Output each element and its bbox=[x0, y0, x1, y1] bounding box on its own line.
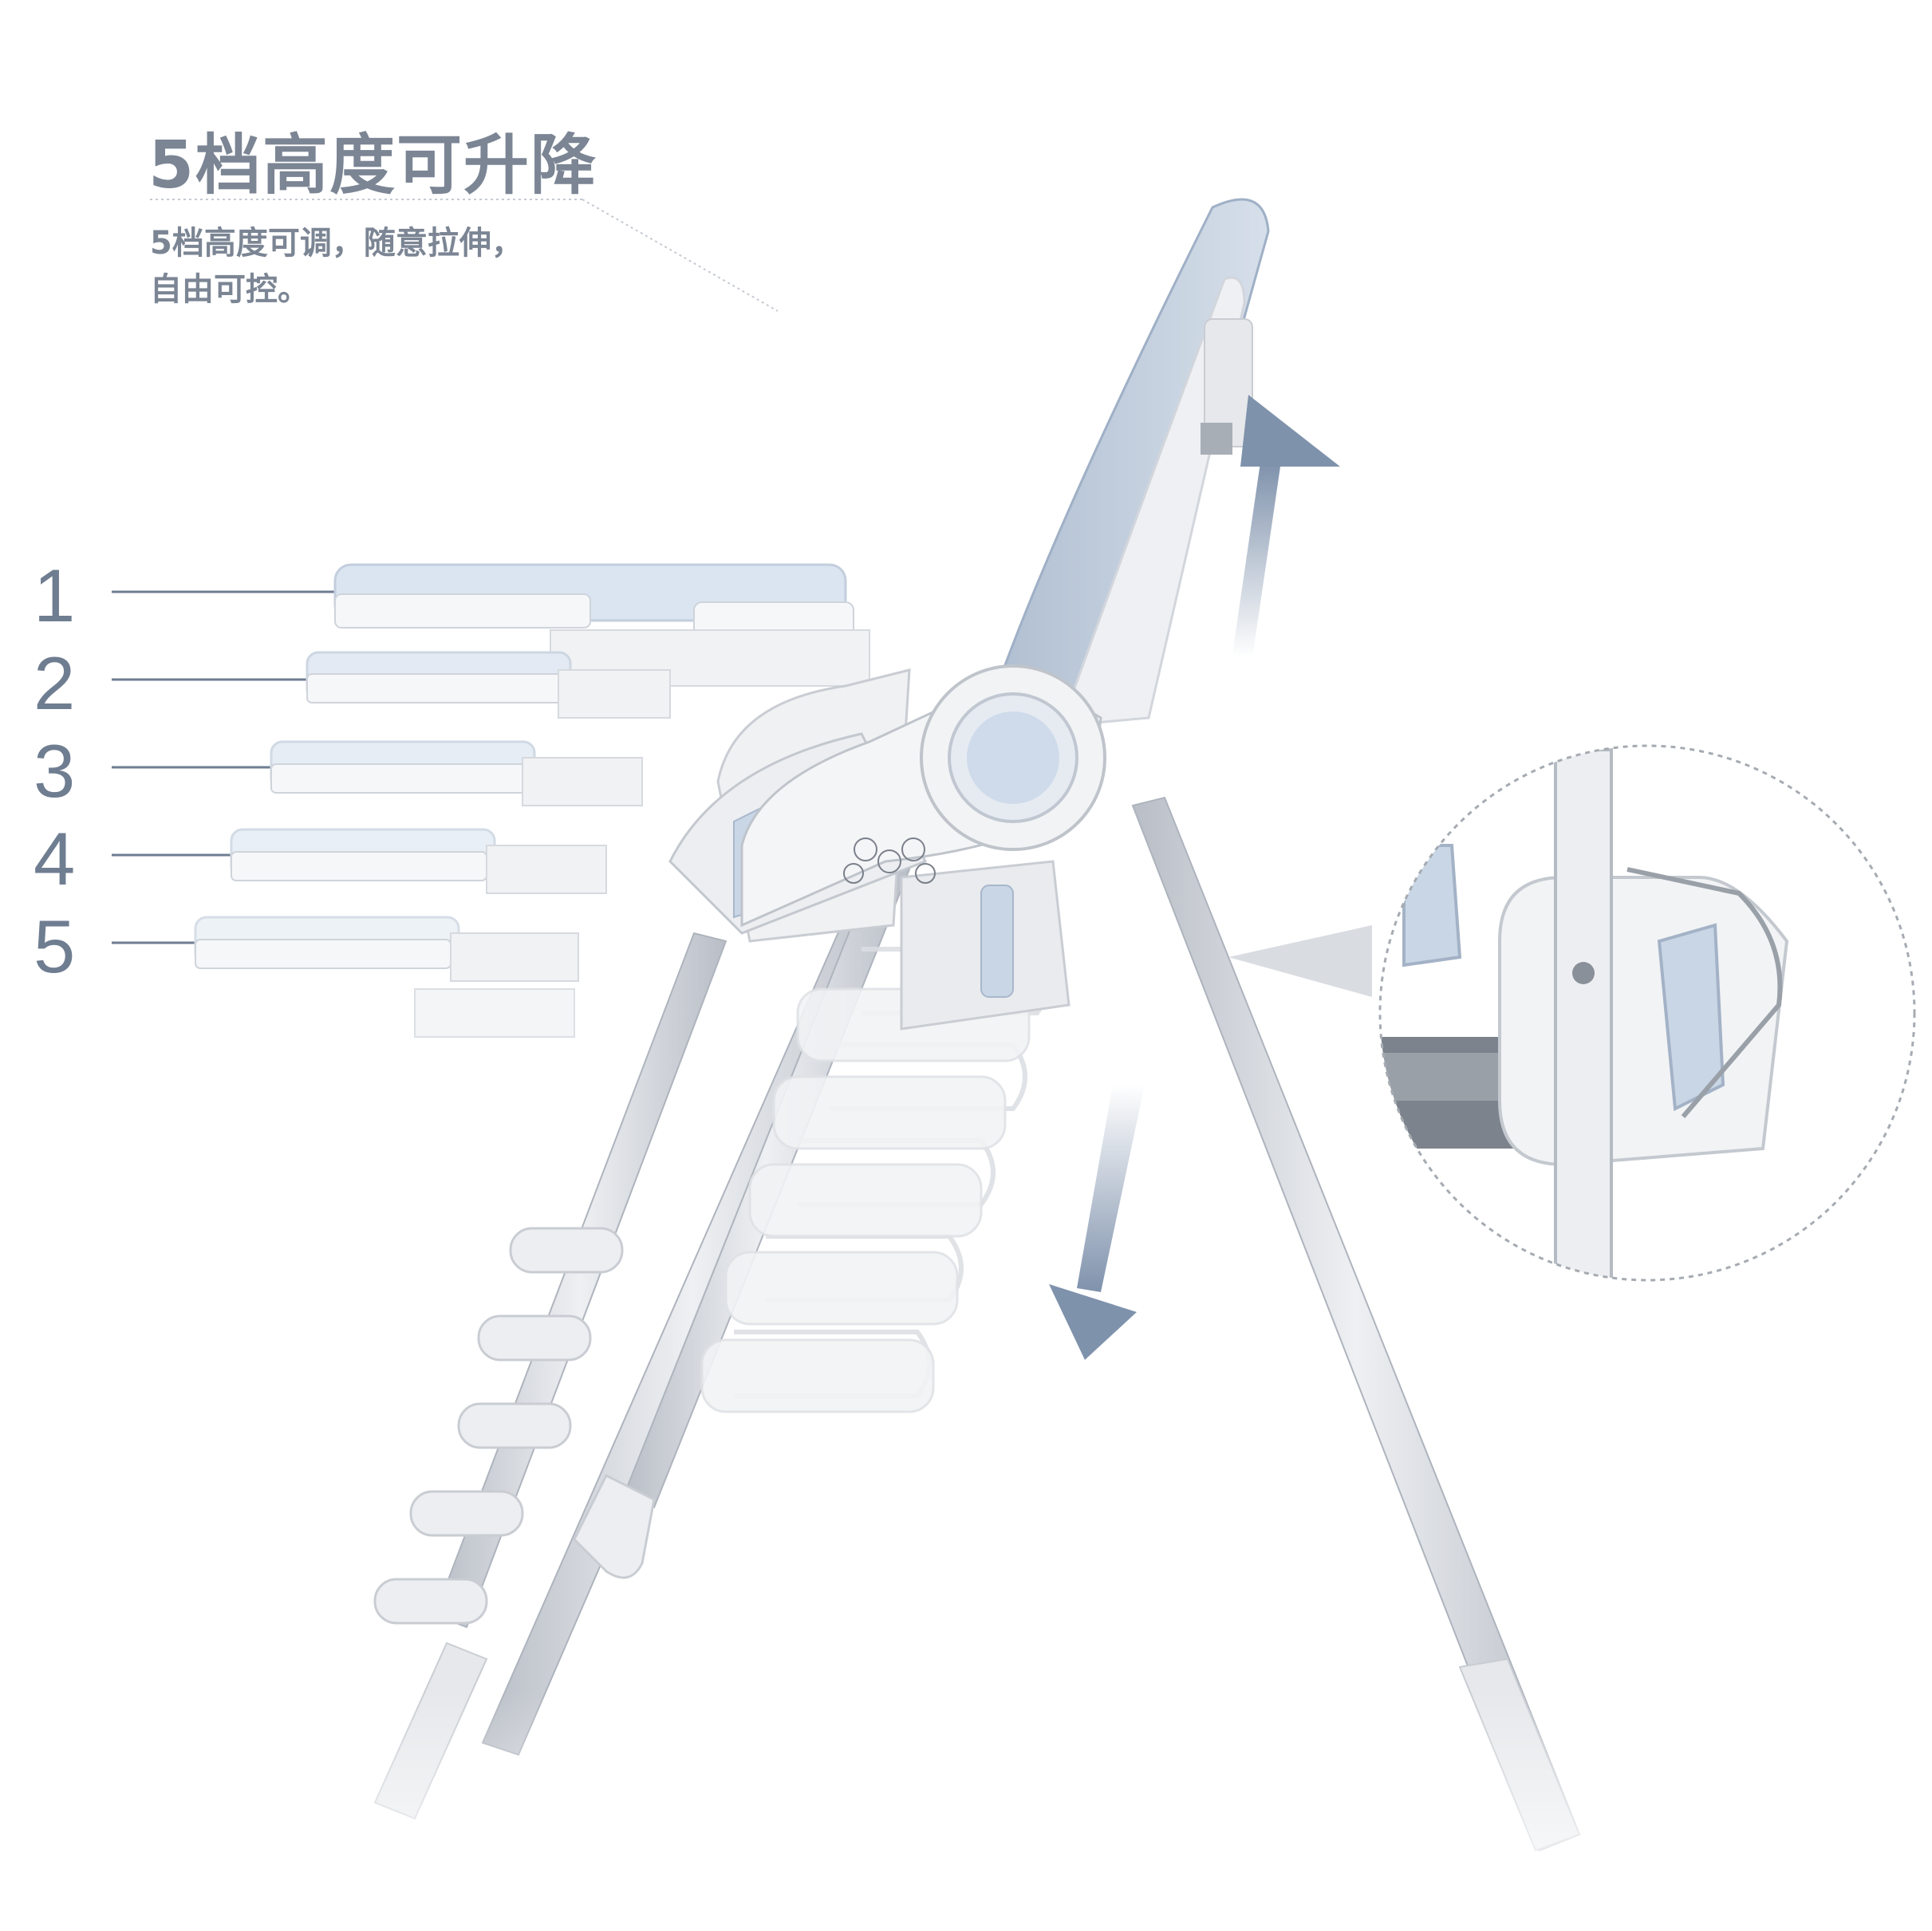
hinge-panel bbox=[740, 664, 1106, 928]
seat-back bbox=[979, 198, 1270, 735]
ghost-seat-shells bbox=[700, 987, 1031, 1413]
footrests bbox=[373, 1227, 656, 1625]
level-number-4: 4 bbox=[34, 817, 76, 900]
arrow-up-icon bbox=[1232, 395, 1340, 658]
level-number-5: 5 bbox=[34, 904, 76, 988]
bottom-fade bbox=[0, 1691, 1932, 1931]
level-number-1: 1 bbox=[34, 554, 76, 637]
subtitle-line-2: 自由可控。 bbox=[150, 271, 310, 308]
level-number-2: 2 bbox=[34, 641, 76, 725]
headline-leader bbox=[582, 199, 779, 312]
magnifier-circle-icon bbox=[1228, 744, 1916, 1282]
level-number-3: 3 bbox=[34, 729, 76, 813]
arrow-down-icon bbox=[1049, 1085, 1145, 1360]
trays bbox=[194, 563, 870, 1038]
subtitle-line-1: 5档高度可调，随意拉伸， bbox=[150, 225, 523, 262]
headline: 5档高度可升降 bbox=[148, 128, 598, 203]
